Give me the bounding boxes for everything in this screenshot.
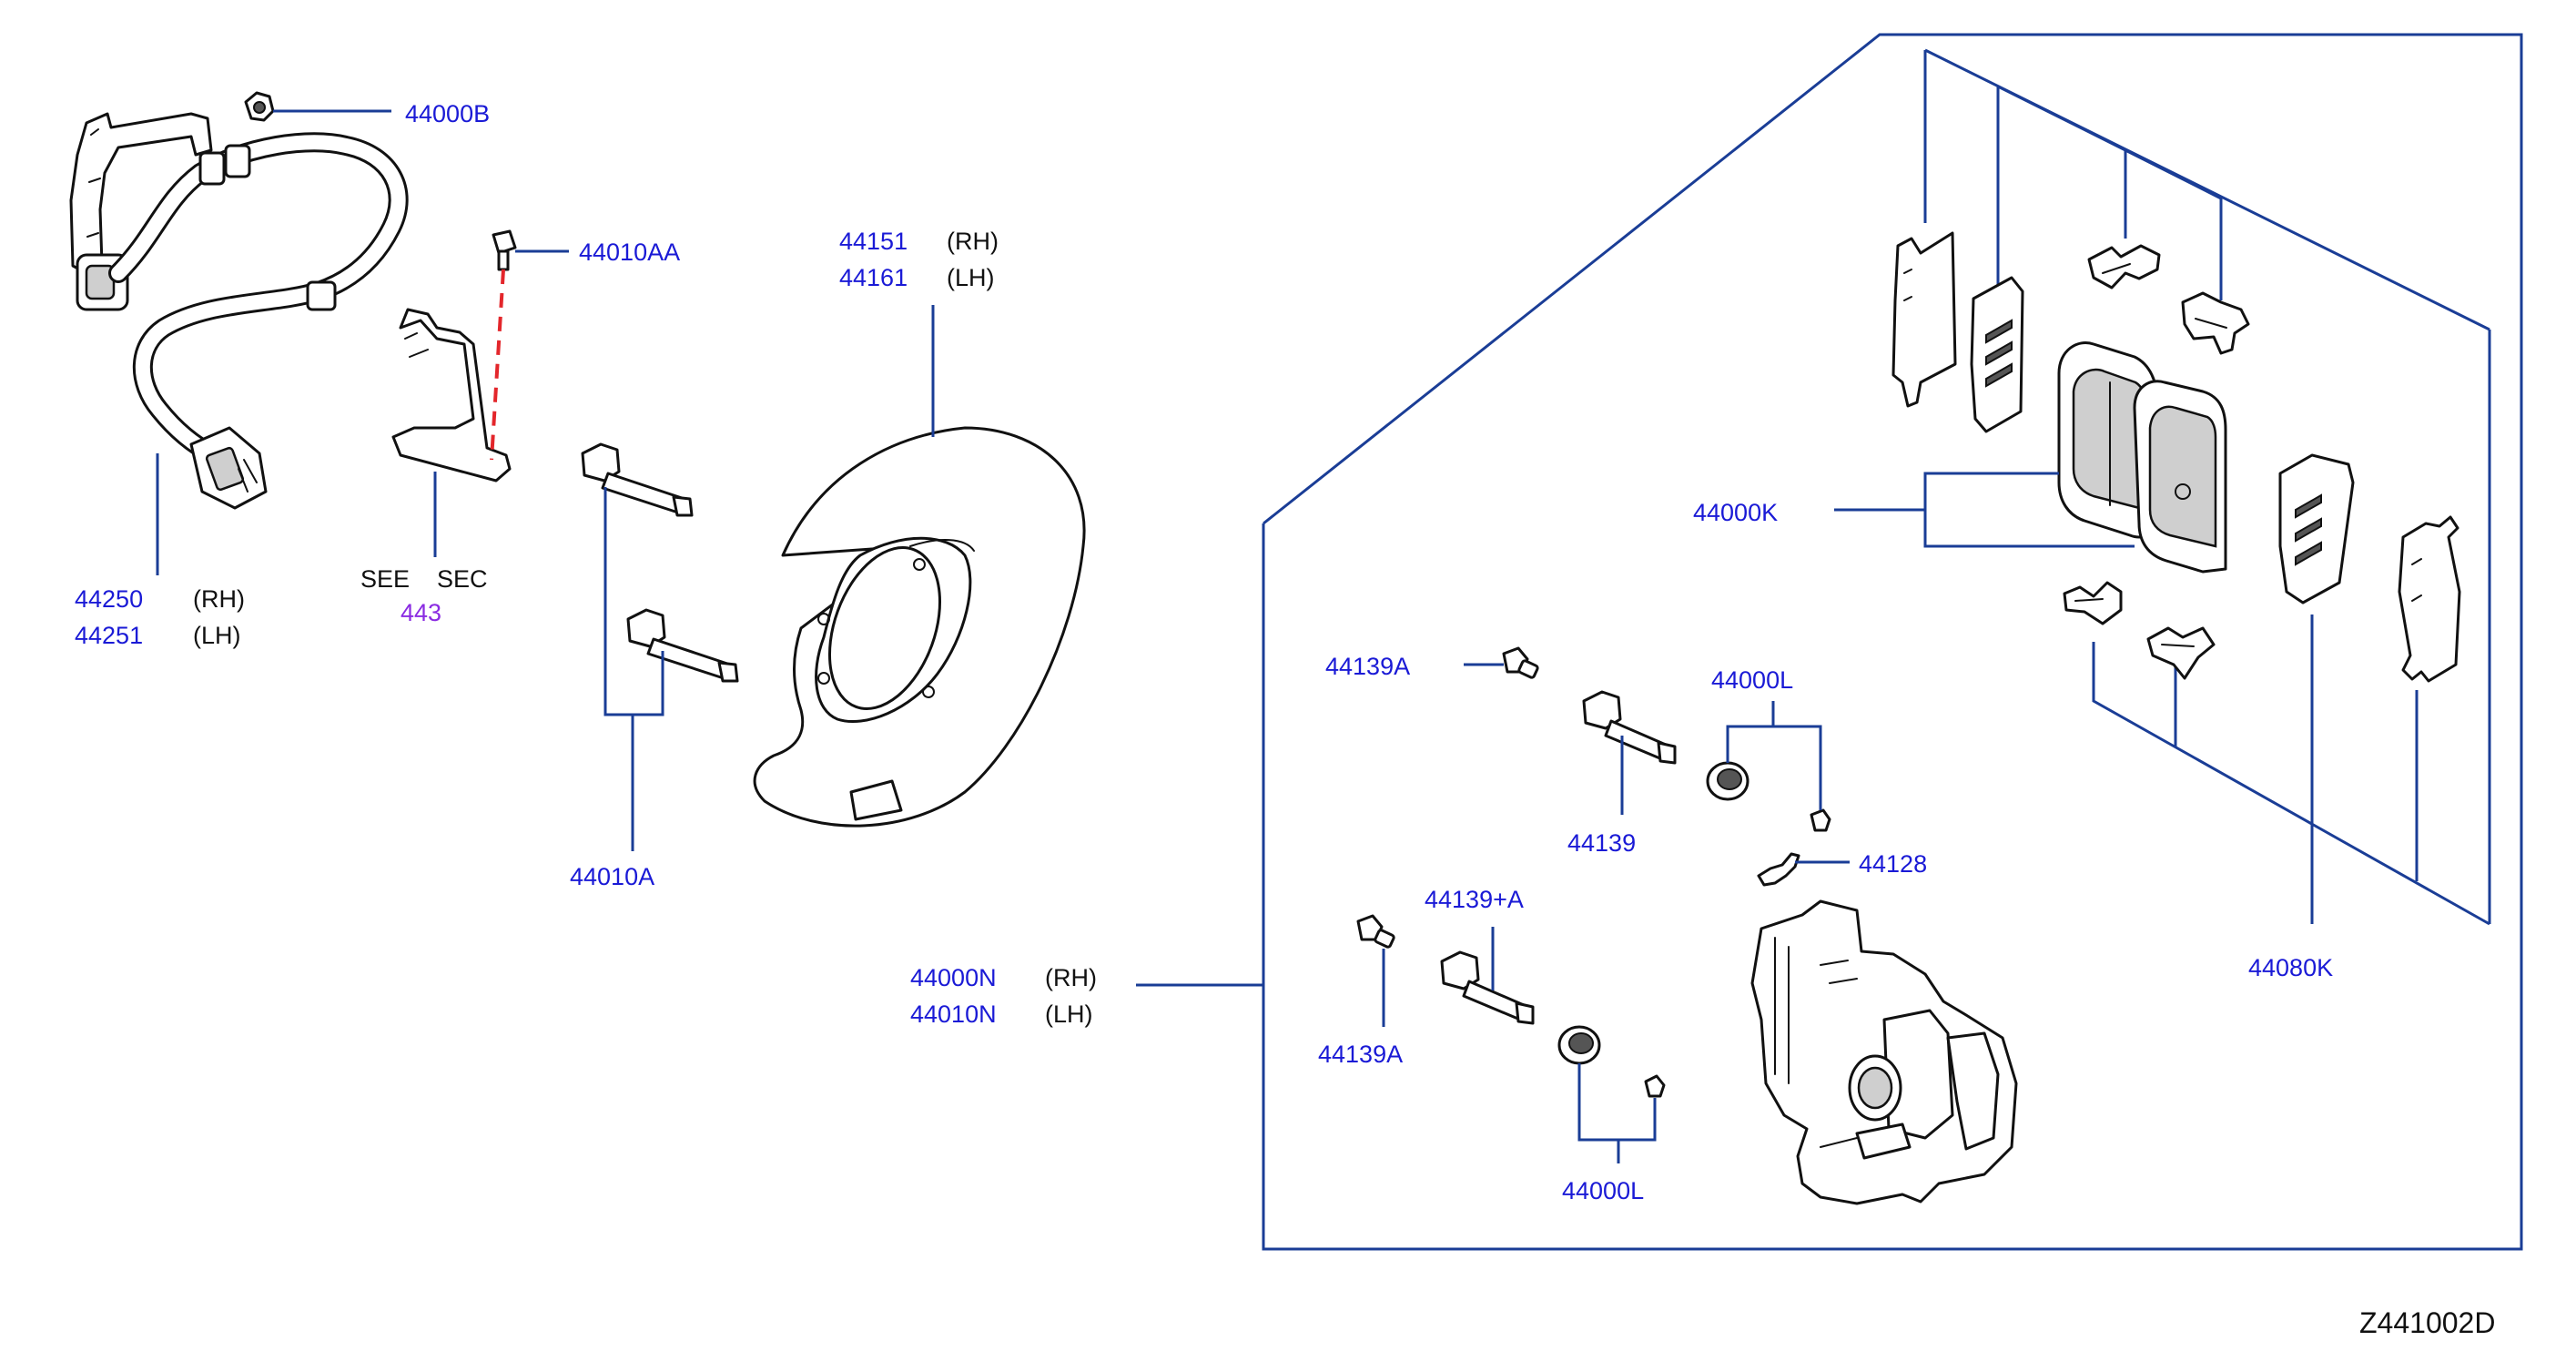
bleeder-cap-lower[interactable] [1356,914,1395,949]
label-44161-side: (LH) [947,264,995,291]
guide-pin-bolt[interactable] [1582,690,1677,765]
label-44139[interactable]: 44139 [1567,829,1636,857]
inner-shim-right-2[interactable] [2398,515,2461,683]
label-44000K[interactable]: 44000K [1693,499,1778,526]
plate-bolt-lower[interactable] [626,608,739,683]
anti-rattle-clip-upper-left[interactable] [2087,244,2161,290]
label-44251[interactable]: 44251 [75,622,143,649]
guide-pin-bolt-a[interactable] [1440,950,1535,1025]
label-44080K[interactable]: 44080K [2248,954,2333,981]
see-text: SEE [360,565,410,593]
brake-back-plate[interactable] [753,426,1086,828]
brake-caliper[interactable] [1750,899,2018,1205]
pin-boot-upper[interactable] [1706,761,1749,801]
section-link-443[interactable]: 443 [401,599,441,626]
wheel-sensor-harness[interactable] [69,112,409,510]
label-44161[interactable]: 44161 [839,264,908,291]
bleeder-screw[interactable] [1757,852,1800,887]
inner-shim-right-1[interactable] [2278,453,2355,604]
bracket-bolt[interactable] [492,229,517,271]
bleeder-cap-upper[interactable] [1502,646,1539,679]
plate-bolt-upper[interactable] [581,442,694,517]
label-44000B[interactable]: 44000B [405,100,490,127]
diagram-code: Z441002D [2359,1306,2495,1339]
boot-cap-lower[interactable] [1644,1074,1666,1098]
label-44000N-side: (RH) [1045,964,1097,991]
outer-shim-left[interactable] [1891,231,1957,408]
harness-bracket[interactable] [391,308,512,482]
label-44251-side: (LH) [193,622,241,649]
anti-rattle-clip-lower-left[interactable] [2063,581,2123,625]
label-44151-side: (RH) [947,228,999,255]
label-44000L-upper[interactable]: 44000L [1711,666,1793,694]
brake-pad-inner[interactable] [2057,341,2159,539]
brake-pad-outer[interactable] [2133,380,2227,574]
label-44010AA[interactable]: 44010AA [579,239,680,266]
label-44139plusA[interactable]: 44139+A [1425,886,1524,913]
label-44139A-lower[interactable]: 44139A [1318,1041,1403,1068]
label-44128[interactable]: 44128 [1859,850,1927,878]
sensor-bolt[interactable] [244,91,275,122]
label-44010A[interactable]: 44010A [570,863,654,890]
anti-rattle-clip-lower-right[interactable] [2146,626,2216,680]
boot-cap-upper[interactable] [1810,808,1831,832]
label-44250-side: (RH) [193,585,245,613]
label-44010N[interactable]: 44010N [910,1001,997,1028]
label-44250[interactable]: 44250 [75,585,143,613]
label-44151[interactable]: 44151 [839,228,908,255]
sec-text: SEC [437,565,488,593]
caliper-assembly-frame [1262,33,2523,1251]
label-44000L-lower[interactable]: 44000L [1562,1177,1644,1204]
outer-shim-2[interactable] [1970,276,2024,433]
anti-rattle-clip-upper-right[interactable] [2181,291,2250,355]
label-44000N[interactable]: 44000N [910,964,997,991]
label-44139A-upper[interactable]: 44139A [1325,653,1410,680]
label-44010N-side: (LH) [1045,1001,1093,1028]
pin-boot-lower[interactable] [1557,1025,1601,1065]
